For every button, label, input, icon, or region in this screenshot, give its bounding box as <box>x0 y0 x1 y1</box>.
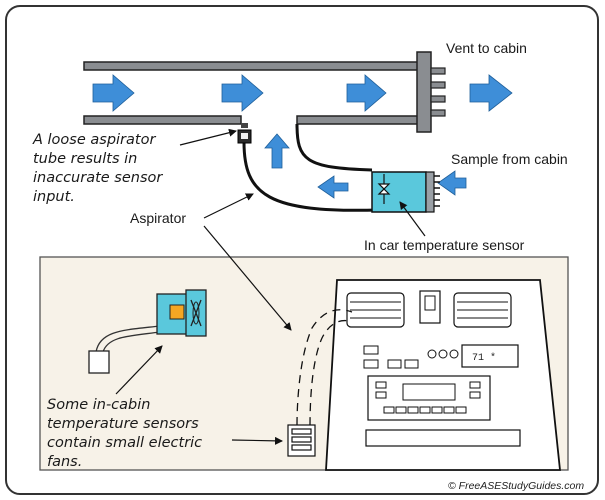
airflow-arrow-icon <box>221 74 264 112</box>
aspirator-port <box>241 123 248 128</box>
pointer-line <box>203 193 254 219</box>
fans-note: Some in-cabin temperature sensors contai… <box>47 397 203 470</box>
sample-from-cabin-label: Sample from cabin <box>451 151 568 167</box>
pointer-line <box>179 128 237 146</box>
sensor-plug-icon <box>88 350 110 374</box>
aspirator-tube <box>242 141 379 212</box>
pointer-line <box>231 436 283 445</box>
cabin-aspirator-hose <box>309 319 353 426</box>
vent-to-cabin-label: Vent to cabin <box>446 40 527 56</box>
fan-sensor-unit <box>88 289 207 374</box>
climate-display <box>461 344 519 368</box>
airflow-arrow-icon <box>469 74 513 112</box>
pointer-line <box>203 225 292 331</box>
climate-display-readout: 71 * <box>472 352 496 364</box>
in-car-temperature-sensor <box>371 171 440 213</box>
airflow-arrow-icon <box>92 74 135 112</box>
dashboard-console <box>325 279 561 471</box>
cabin-sensor-grille-icon <box>287 424 316 457</box>
sample-intake-arrow-icon <box>437 170 467 196</box>
electric-fan-icon <box>190 299 202 327</box>
aspirator-up-arrow-icon <box>264 133 290 169</box>
pointer-line <box>399 201 426 237</box>
sample-flow-arrow-icon <box>317 175 349 199</box>
cabin-vent-grille <box>416 51 446 133</box>
copyright-credit: © FreeASEStudyGuides.com <box>448 480 585 492</box>
pointer-line <box>115 345 163 395</box>
loose-tube-note: A loose aspirator tube results in inaccu… <box>33 132 163 205</box>
thermistor-icon <box>377 174 391 204</box>
in-car-sensor-label: In car temperature sensor <box>364 237 525 253</box>
sensor-sample-tube <box>295 123 373 172</box>
aspirator-label: Aspirator <box>130 210 187 226</box>
airflow-arrow-icon <box>346 74 387 112</box>
cabin-aspirator-hose <box>296 309 353 426</box>
